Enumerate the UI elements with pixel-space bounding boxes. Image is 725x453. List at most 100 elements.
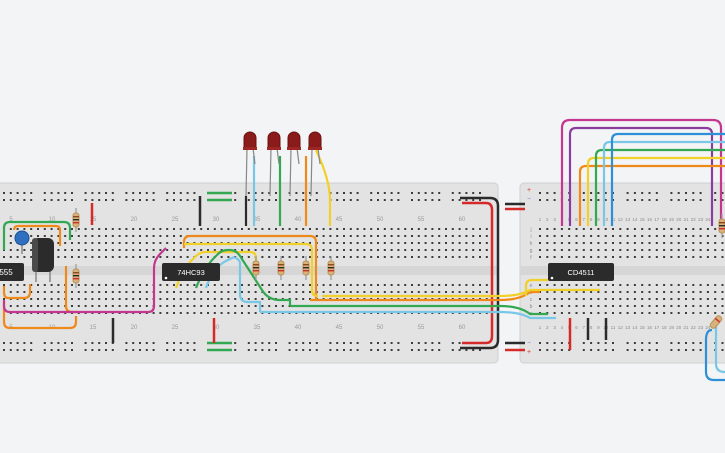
breadboard-hole[interactable]	[288, 342, 291, 344]
breadboard-hole[interactable]	[377, 192, 379, 194]
breadboard-hole[interactable]	[281, 256, 284, 258]
breadboard-hole[interactable]	[714, 192, 717, 194]
breadboard-hole[interactable]	[9, 192, 12, 194]
breadboard-hole[interactable]	[152, 242, 155, 244]
breadboard-hole[interactable]	[633, 305, 636, 307]
breadboard-hole[interactable]	[648, 305, 651, 307]
breadboard-hole[interactable]	[50, 291, 53, 293]
breadboard-hole[interactable]	[363, 249, 366, 251]
breadboard-hole[interactable]	[186, 312, 189, 314]
breadboard-hole[interactable]	[458, 249, 461, 251]
breadboard-hole[interactable]	[714, 256, 717, 258]
breadboard-hole[interactable]	[553, 242, 556, 244]
breadboard-hole[interactable]	[404, 256, 407, 258]
breadboard-hole[interactable]	[356, 349, 359, 351]
breadboard-hole[interactable]	[383, 256, 386, 258]
breadboard-hole[interactable]	[655, 342, 658, 344]
breadboard-hole[interactable]	[268, 305, 271, 307]
breadboard-hole[interactable]	[50, 284, 53, 286]
led-group[interactable]	[243, 131, 322, 197]
breadboard-hole[interactable]	[641, 249, 644, 251]
breadboard-hole[interactable]	[193, 305, 196, 307]
breadboard-hole[interactable]	[302, 298, 305, 300]
breadboard-hole[interactable]	[166, 312, 169, 314]
breadboard-hole[interactable]	[714, 199, 717, 201]
breadboard-hole[interactable]	[261, 199, 264, 201]
breadboard-hole[interactable]	[397, 284, 400, 286]
breadboard-hole[interactable]	[281, 284, 284, 286]
breadboard-hole[interactable]	[125, 235, 128, 237]
breadboard-hole[interactable]	[23, 291, 26, 293]
breadboard-hole[interactable]	[641, 256, 644, 258]
breadboard-hole[interactable]	[546, 249, 549, 251]
breadboard-hole[interactable]	[343, 256, 345, 258]
breadboard-hole[interactable]	[568, 312, 571, 314]
breadboard-hole[interactable]	[23, 199, 26, 201]
breadboard-hole[interactable]	[604, 349, 607, 351]
breadboard-hole[interactable]	[383, 342, 386, 344]
breadboard-hole[interactable]	[568, 249, 571, 251]
breadboard-hole[interactable]	[553, 342, 556, 344]
breadboard-hole[interactable]	[633, 312, 636, 314]
breadboard-hole[interactable]	[597, 235, 600, 237]
breadboard-hole[interactable]	[472, 235, 475, 237]
breadboard-hole[interactable]	[152, 235, 155, 237]
breadboard-hole[interactable]	[145, 256, 148, 258]
breadboard-hole[interactable]	[663, 249, 666, 251]
breadboard-hole[interactable]	[254, 284, 257, 286]
breadboard-hole[interactable]	[241, 312, 243, 314]
breadboard-hole[interactable]	[465, 249, 468, 251]
breadboard-hole[interactable]	[721, 305, 724, 307]
breadboard-hole[interactable]	[241, 228, 243, 230]
breadboard-hole[interactable]	[9, 284, 12, 286]
breadboard-hole[interactable]	[383, 242, 386, 244]
breadboard-hole[interactable]	[349, 291, 352, 293]
left-circuit-wires[interactable]	[2, 149, 548, 330]
breadboard-hole[interactable]	[582, 312, 585, 314]
breadboard-hole[interactable]	[329, 349, 332, 351]
wire-lightblue-long[interactable]	[260, 310, 556, 320]
breadboard-hole[interactable]	[105, 298, 107, 300]
breadboard-hole[interactable]	[648, 342, 651, 344]
breadboard-hole[interactable]	[132, 192, 135, 194]
breadboard-hole[interactable]	[16, 256, 19, 258]
breadboard-hole[interactable]	[417, 349, 420, 351]
breadboard-hole[interactable]	[57, 242, 60, 244]
breadboard-hole[interactable]	[706, 242, 709, 244]
breadboard-hole[interactable]	[111, 291, 114, 293]
breadboard-hole[interactable]	[677, 249, 680, 251]
breadboard-hole[interactable]	[472, 228, 475, 230]
breadboard-hole[interactable]	[3, 342, 5, 344]
breadboard-hole[interactable]	[152, 349, 155, 351]
breadboard-hole[interactable]	[648, 199, 651, 201]
breadboard-hole[interactable]	[139, 228, 141, 230]
breadboard-hole[interactable]	[343, 192, 345, 194]
breadboard-hole[interactable]	[619, 242, 622, 244]
breadboard-hole[interactable]	[424, 349, 427, 351]
breadboard-hole[interactable]	[139, 235, 141, 237]
breadboard-hole[interactable]	[98, 242, 101, 244]
breadboard-hole[interactable]	[485, 235, 488, 237]
breadboard-hole[interactable]	[575, 256, 578, 258]
breadboard-hole[interactable]	[597, 342, 600, 344]
breadboard-hole[interactable]	[699, 342, 702, 344]
breadboard-hole[interactable]	[670, 192, 673, 194]
breadboard-hole[interactable]	[275, 305, 277, 307]
breadboard-hole[interactable]	[431, 199, 434, 201]
breadboard-hole[interactable]	[404, 235, 407, 237]
breadboard-hole[interactable]	[582, 256, 585, 258]
breadboard-hole[interactable]	[173, 349, 175, 351]
breadboard-hole[interactable]	[626, 291, 629, 293]
breadboard-hole[interactable]	[220, 312, 223, 314]
breadboard-hole[interactable]	[438, 192, 441, 194]
breadboard-hole[interactable]	[275, 342, 277, 344]
breadboard-hole[interactable]	[451, 291, 454, 293]
breadboard-hole[interactable]	[370, 349, 373, 351]
breadboard-hole[interactable]	[91, 305, 94, 307]
breadboard-hole[interactable]	[445, 228, 447, 230]
breadboard-hole[interactable]	[145, 192, 148, 194]
breadboard-hole[interactable]	[612, 284, 614, 286]
breadboard-hole[interactable]	[349, 256, 352, 258]
breadboard-hole[interactable]	[438, 249, 441, 251]
breadboard-hole[interactable]	[309, 256, 311, 258]
